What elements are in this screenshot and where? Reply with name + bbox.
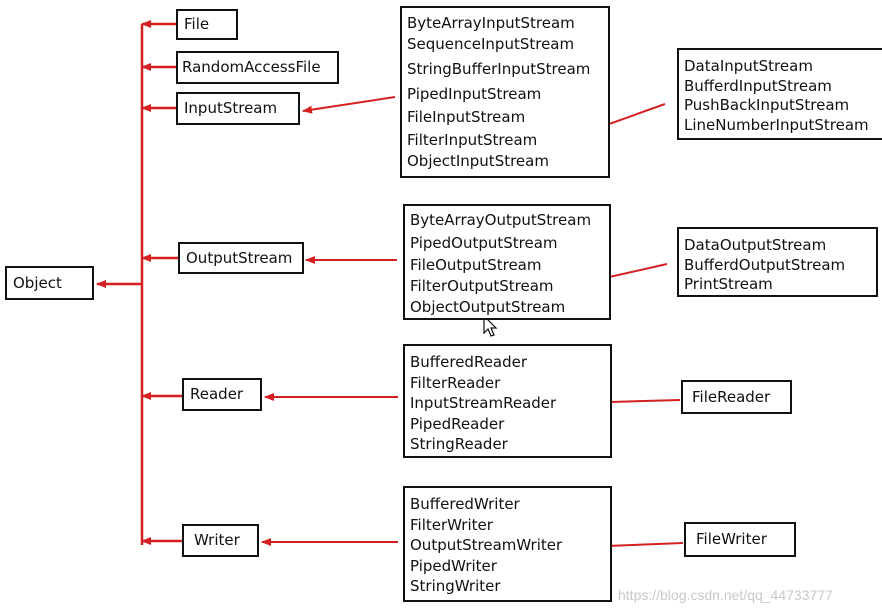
list-item: PipedReader bbox=[410, 414, 505, 433]
reader-subclasses-box: BufferedReader FilterReader InputStreamR… bbox=[403, 344, 612, 458]
reader-node: Reader bbox=[182, 378, 262, 411]
writer-label: Writer bbox=[194, 531, 240, 549]
list-item: DataOutputStream bbox=[684, 236, 827, 254]
list-item: PushBackInputStream bbox=[684, 96, 850, 115]
random-access-file-node: RandomAccessFile bbox=[176, 51, 339, 84]
list-item: StringReader bbox=[410, 435, 508, 454]
file-reader-node: FileReader bbox=[681, 380, 792, 414]
list-item: StringWriter bbox=[410, 577, 501, 596]
list-item: PipedOutputStream bbox=[410, 234, 558, 252]
input-stream-node: InputStream bbox=[176, 92, 300, 125]
list-item: SequenceInputStream bbox=[407, 35, 575, 53]
list-item: FilterOutputStream bbox=[410, 277, 554, 295]
list-item: ObjectOutputStream bbox=[410, 298, 566, 316]
object-node: Object bbox=[5, 266, 94, 300]
list-item: PipedInputStream bbox=[407, 85, 542, 103]
random-access-file-label: RandomAccessFile bbox=[182, 58, 321, 76]
filter-input-subclasses-box: DataInputStream BufferdInputStream PushB… bbox=[677, 48, 882, 140]
file-writer-node: FileWriter bbox=[684, 522, 796, 557]
list-item: FilterInputStream bbox=[407, 131, 538, 149]
output-stream-label: OutputStream bbox=[186, 248, 293, 267]
list-item: FilterReader bbox=[410, 373, 501, 392]
output-stream-subclasses-box: ByteArrayOutputStream PipedOutputStream … bbox=[403, 204, 611, 320]
list-item: PrintStream bbox=[684, 275, 773, 294]
list-item: BufferedWriter bbox=[410, 495, 520, 513]
mouse-cursor-icon bbox=[483, 314, 498, 337]
list-item: ByteArrayOutputStream bbox=[410, 211, 592, 229]
list-item: FilterWriter bbox=[410, 515, 493, 534]
list-item: StringBufferInputStream bbox=[407, 60, 591, 78]
file-writer-label: FileWriter bbox=[696, 530, 767, 548]
list-item: LineNumberInputStream bbox=[684, 116, 869, 135]
list-item: BufferdInputStream bbox=[684, 76, 832, 95]
input-stream-subclasses-box: ByteArrayInputStream SequenceInputStream… bbox=[400, 6, 610, 178]
writer-node: Writer bbox=[182, 524, 259, 557]
list-item: InputStreamReader bbox=[410, 394, 557, 413]
list-item: FileOutputStream bbox=[410, 256, 542, 274]
list-item: OutputStreamWriter bbox=[410, 536, 563, 555]
list-item: PipedWriter bbox=[410, 556, 497, 575]
watermark-text: https://blog.csdn.net/qq_44733777 bbox=[618, 587, 833, 603]
list-item: DataInputStream bbox=[684, 57, 813, 75]
input-stream-label: InputStream bbox=[184, 99, 278, 117]
list-item: ObjectInputStream bbox=[407, 152, 549, 170]
filter-output-subclasses-box: DataOutputStream BufferdOutputStream Pri… bbox=[677, 227, 878, 297]
object-label: Object bbox=[13, 273, 62, 292]
file-reader-label: FileReader bbox=[692, 387, 771, 406]
list-item: BufferedReader bbox=[410, 353, 528, 371]
file-label: File bbox=[184, 15, 210, 33]
file-node: File bbox=[176, 9, 238, 40]
list-item: ByteArrayInputStream bbox=[407, 14, 575, 32]
writer-subclasses-box: BufferedWriter FilterWriter OutputStream… bbox=[403, 486, 612, 602]
reader-label: Reader bbox=[190, 385, 244, 403]
arrow-inputstream-list bbox=[302, 96, 396, 114]
output-stream-node: OutputStream bbox=[178, 242, 304, 274]
list-item: BufferdOutputStream bbox=[684, 255, 846, 274]
list-item: FileInputStream bbox=[407, 108, 526, 126]
